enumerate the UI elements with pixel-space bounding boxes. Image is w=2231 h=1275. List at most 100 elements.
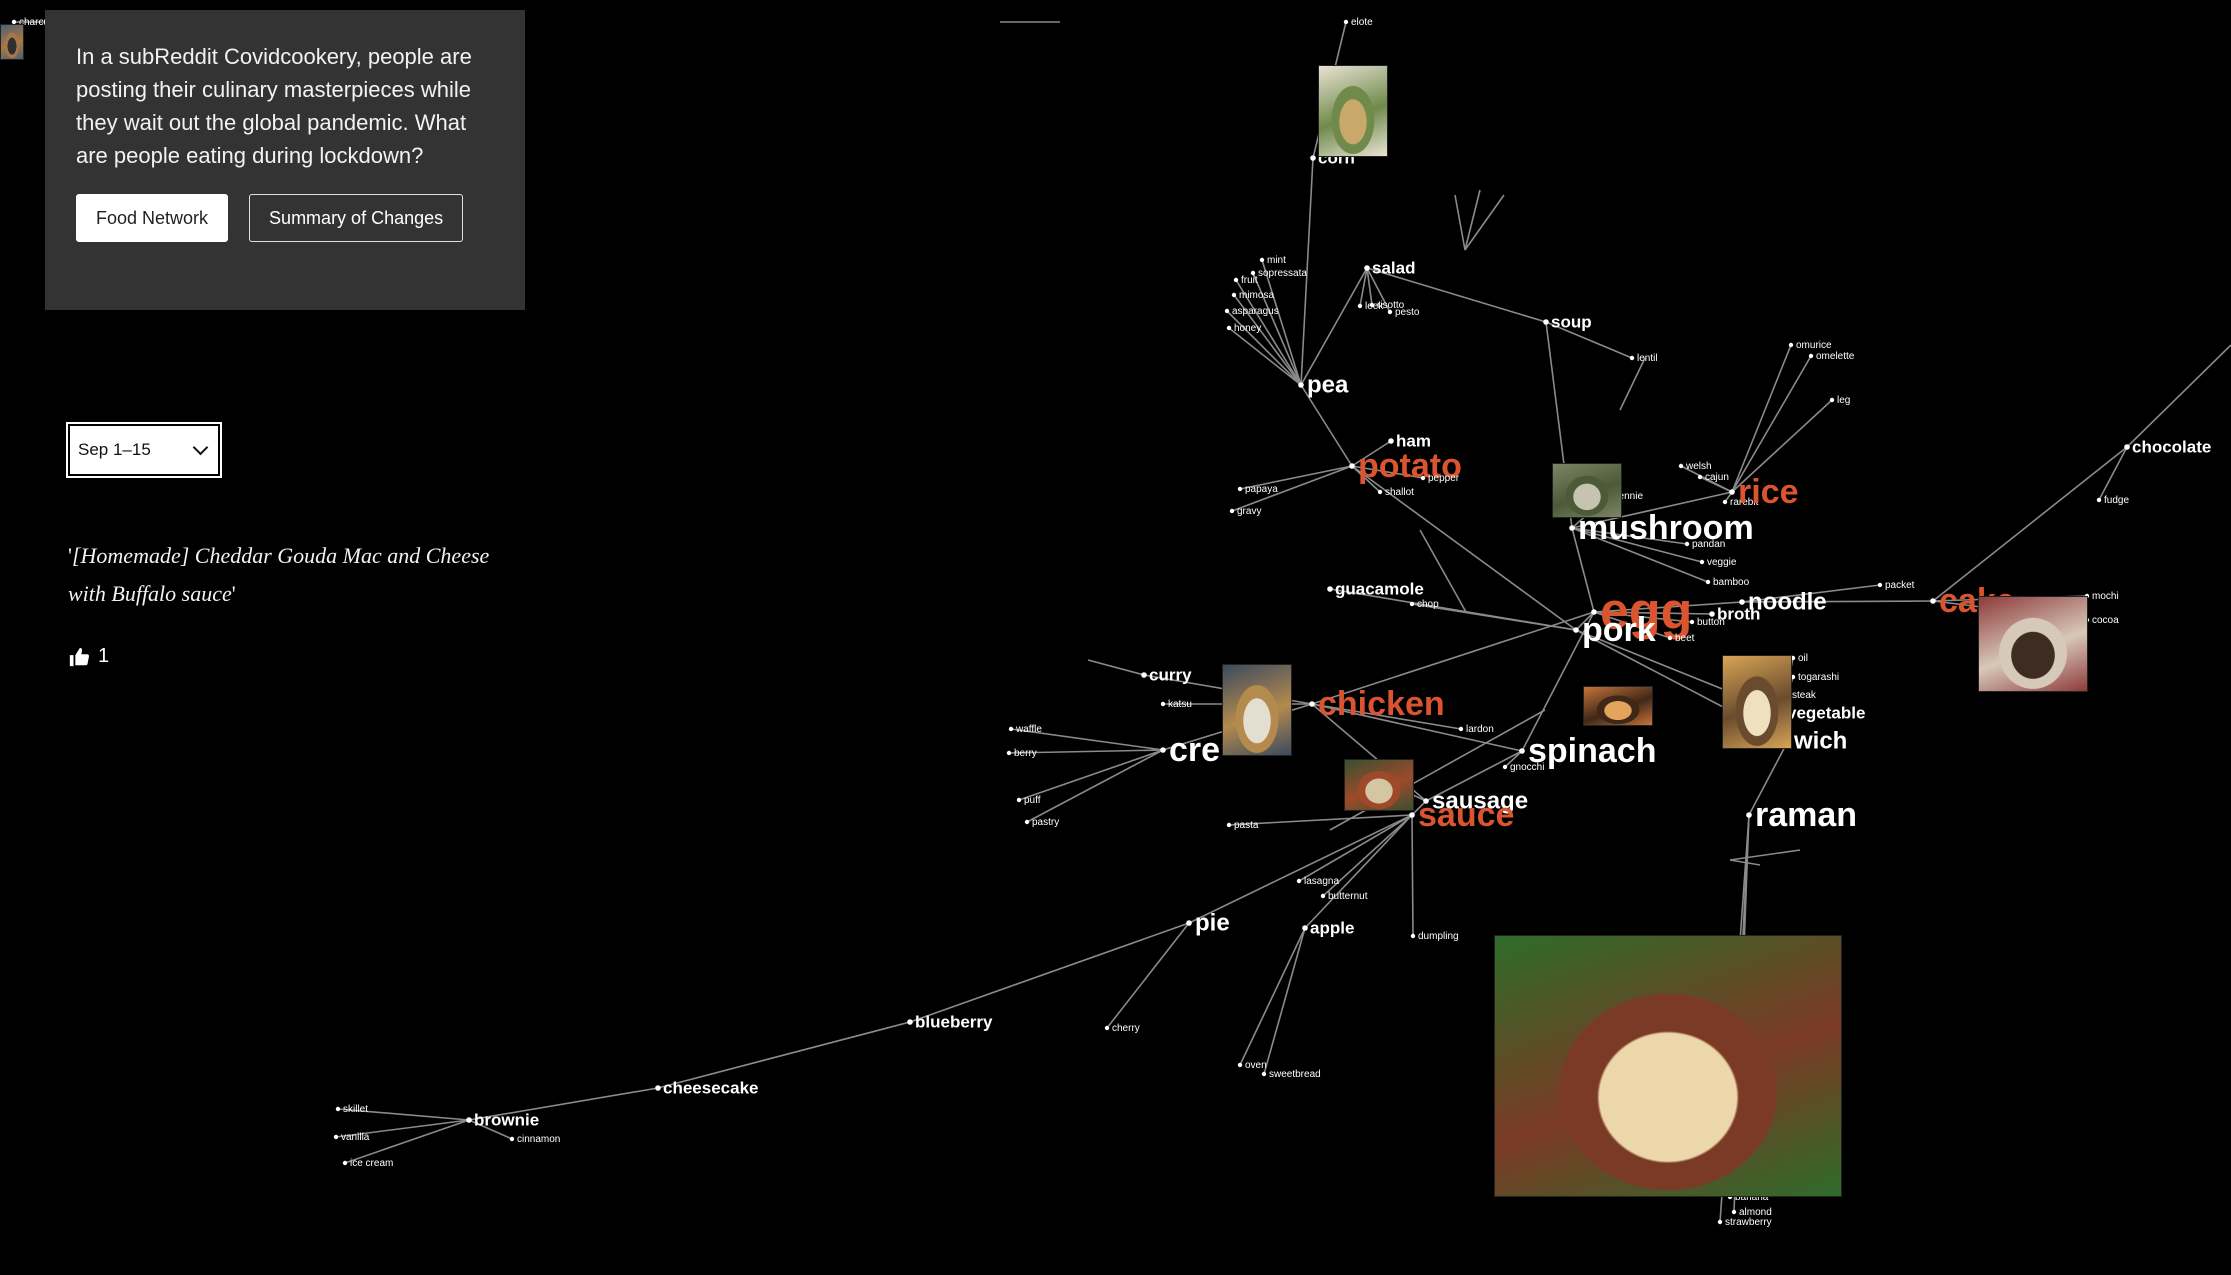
node-dot-brownie[interactable] — [466, 1117, 472, 1123]
node-label-veggie[interactable]: veggie — [1707, 557, 1737, 568]
node-label-lardon[interactable]: lardon — [1466, 724, 1494, 735]
node-label-apple[interactable]: apple — [1310, 918, 1354, 937]
node-rarebit[interactable]: rarebit — [1722, 497, 1759, 508]
node-label-sausage[interactable]: sausage — [1432, 788, 1528, 815]
node-pea[interactable]: pea — [1298, 372, 1349, 399]
node-dot-waffle[interactable] — [1008, 726, 1014, 732]
node-cheesecake[interactable]: cheesecake — [655, 1078, 758, 1097]
node-noodle[interactable]: noodle — [1739, 589, 1827, 616]
node-gnocchi[interactable]: gnocchi — [1502, 762, 1545, 773]
node-label-honey[interactable]: honey — [1234, 323, 1261, 334]
node-gravy[interactable]: gravy — [1229, 506, 1262, 517]
node-ham[interactable]: ham — [1388, 431, 1431, 450]
node-dot-rarebit[interactable] — [1722, 499, 1728, 505]
node-label-broth[interactable]: broth — [1717, 604, 1760, 623]
node-label-mimosa[interactable]: mimosa — [1239, 290, 1274, 301]
node-blueberry[interactable]: blueberry — [907, 1012, 993, 1031]
period-select[interactable]: Sep 1–15 — [66, 422, 222, 478]
node-dot-mushroom[interactable] — [1569, 525, 1575, 531]
node-label-button[interactable]: button — [1697, 617, 1725, 628]
node-dot-dumpling[interactable] — [1410, 933, 1416, 939]
node-dot-sauce[interactable] — [1409, 812, 1415, 818]
node-dot-cinnamon[interactable] — [509, 1136, 515, 1142]
node-label-vanilla[interactable]: vanilla — [341, 1132, 370, 1143]
node-label-omurice[interactable]: omurice — [1796, 340, 1832, 351]
node-label-sopressata[interactable]: sopressata — [1258, 268, 1307, 279]
node-dot-sweetbread[interactable] — [1261, 1071, 1267, 1077]
node-dot-broth[interactable] — [1709, 611, 1715, 617]
node-dot-pasta[interactable] — [1226, 822, 1232, 828]
node-dot-omelette[interactable] — [1808, 353, 1814, 359]
node-dot-gravy[interactable] — [1229, 508, 1235, 514]
food-photo-cream[interactable] — [1222, 664, 1292, 756]
node-dot-packet[interactable] — [1877, 582, 1883, 588]
node-label-dumpling[interactable]: dumpling — [1418, 931, 1459, 942]
node-dot-soup[interactable] — [1543, 319, 1549, 325]
node-label-togarashi[interactable]: togarashi — [1798, 672, 1839, 683]
node-label-spinach[interactable]: spinach — [1528, 732, 1656, 770]
node-dot-butternut[interactable] — [1320, 893, 1326, 899]
node-mimosa[interactable]: mimosa — [1231, 290, 1275, 301]
node-label-soup[interactable]: soup — [1551, 312, 1592, 331]
node-dot-chocolate[interactable] — [2124, 444, 2130, 450]
node-dot-rice[interactable] — [1729, 489, 1735, 495]
node-label-welsh[interactable]: welsh — [1685, 461, 1712, 472]
node-label-guacamole[interactable]: guacamole — [1335, 579, 1424, 598]
node-label-sauce[interactable]: sauce — [1418, 796, 1514, 834]
food-photo-mushroom[interactable] — [1552, 463, 1622, 518]
node-sopressata[interactable]: sopressata — [1250, 268, 1308, 279]
node-dot-sopressata[interactable] — [1250, 270, 1256, 276]
node-chop[interactable]: chop — [1409, 599, 1439, 610]
node-dot-guacamole[interactable] — [1327, 586, 1333, 592]
node-label-gnocchi[interactable]: gnocchi — [1510, 762, 1544, 773]
node-label-ham[interactable]: ham — [1396, 431, 1431, 450]
node-label-chicken[interactable]: chicken — [1318, 685, 1445, 723]
food-photo-cake[interactable] — [1978, 596, 2088, 692]
node-skillet[interactable]: skillet — [335, 1104, 368, 1115]
node-raman[interactable]: raman — [1746, 796, 1857, 834]
node-label-pork[interactable]: pork — [1582, 611, 1656, 649]
node-label-cinnamon[interactable]: cinnamon — [517, 1134, 560, 1145]
node-dot-papaya[interactable] — [1237, 486, 1243, 492]
node-dot-honey[interactable] — [1226, 325, 1232, 331]
node-dot-welsh[interactable] — [1678, 463, 1684, 469]
node-leek[interactable]: leek — [1357, 301, 1385, 312]
node-label-berry[interactable]: berry — [1014, 748, 1037, 759]
node-fudge[interactable]: fudge — [2096, 495, 2130, 506]
node-label-egg[interactable]: egg — [1600, 583, 1692, 641]
node-dot-lasagna[interactable] — [1296, 878, 1302, 884]
node-dot-apple[interactable] — [1302, 925, 1308, 931]
node-label-bamboo[interactable]: bamboo — [1713, 577, 1750, 588]
node-dot-charcuterie[interactable] — [11, 19, 17, 25]
node-dot-blueberry[interactable] — [907, 1019, 913, 1025]
node-label-risotto[interactable]: risotto — [1377, 300, 1405, 311]
node-brownie[interactable]: brownie — [466, 1110, 539, 1129]
node-dot-leek[interactable] — [1357, 303, 1363, 309]
food-network-button[interactable]: Food Network — [76, 194, 229, 242]
node-chicken[interactable]: chicken — [1309, 685, 1445, 723]
node-label-pepper[interactable]: pepper — [1428, 473, 1460, 484]
node-dot-cherry[interactable] — [1104, 1025, 1110, 1031]
node-omelette[interactable]: omelette — [1808, 351, 1855, 362]
node-label-pesto[interactable]: pesto — [1395, 307, 1420, 318]
node-bamboo[interactable]: bamboo — [1705, 577, 1750, 588]
node-berry[interactable]: berry — [1006, 748, 1037, 759]
node-dot-leg[interactable] — [1829, 397, 1835, 403]
node-dot-risotto[interactable] — [1369, 302, 1375, 308]
node-dot-asparagus[interactable] — [1224, 308, 1230, 314]
node-label-shallot[interactable]: shallot — [1385, 487, 1414, 498]
node-dot-corn[interactable] — [1310, 155, 1316, 161]
food-photo-mac-and-cheese[interactable] — [1494, 935, 1842, 1197]
node-pork[interactable]: pork — [1573, 611, 1656, 649]
node-butternut[interactable]: butternut — [1320, 891, 1368, 902]
node-label-rice[interactable]: rice — [1738, 473, 1799, 511]
likes-indicator[interactable]: 1 — [68, 645, 109, 668]
node-packet[interactable]: packet — [1877, 580, 1915, 591]
node-label-steak[interactable]: steak — [1792, 690, 1817, 701]
node-mint[interactable]: mint — [1259, 255, 1286, 266]
node-label-pastry[interactable]: pastry — [1032, 817, 1059, 828]
node-cherry[interactable]: cherry — [1104, 1023, 1140, 1034]
node-dot-skillet[interactable] — [335, 1106, 341, 1112]
node-dot-cheesecake[interactable] — [655, 1085, 661, 1091]
node-dot-ham[interactable] — [1388, 438, 1394, 444]
